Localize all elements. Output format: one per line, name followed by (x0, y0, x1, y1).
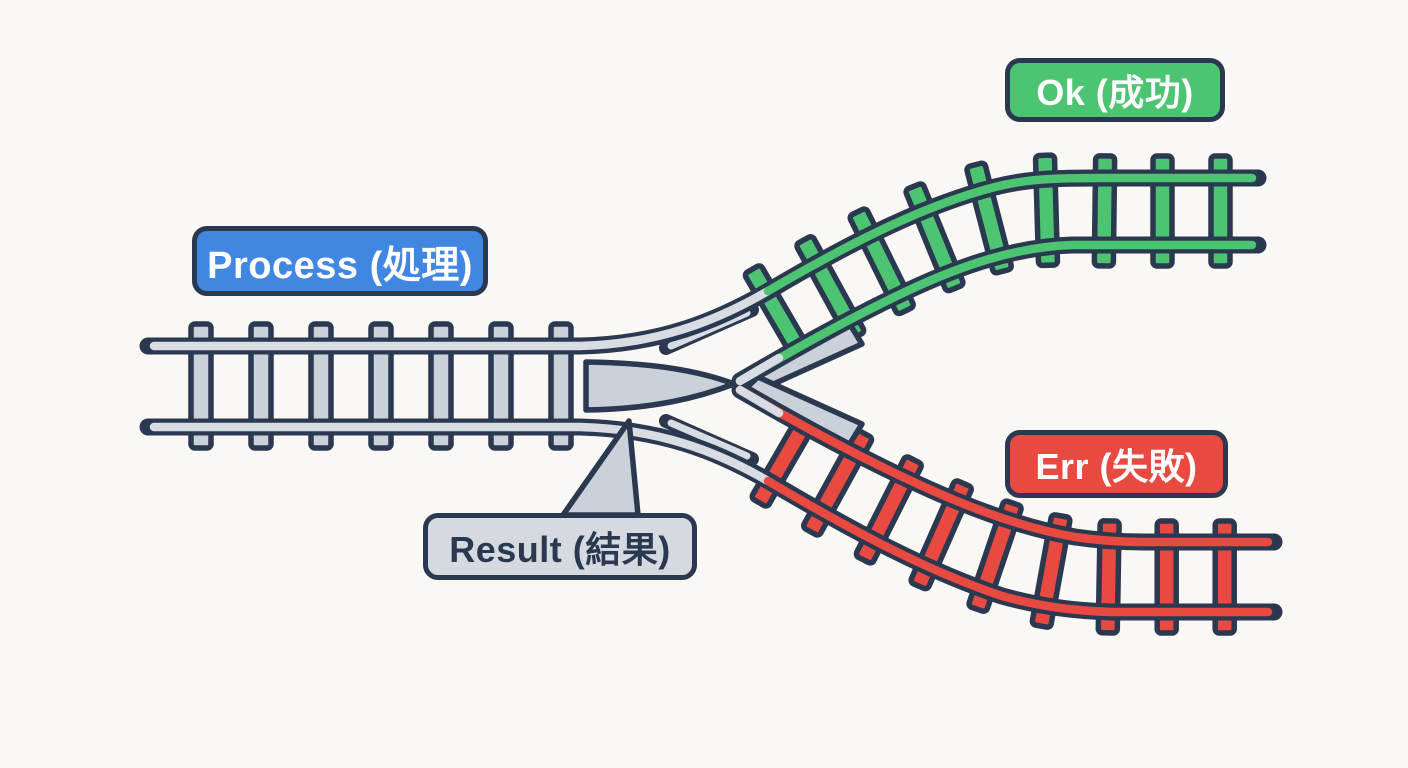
track-tie (428, 321, 454, 451)
result-badge-label: Result (結果) (449, 528, 671, 570)
switch-blade-wedge (583, 359, 737, 413)
rails (139, 169, 1283, 621)
process-track-ties (188, 321, 574, 451)
err-badge: Err (失敗) (1005, 430, 1228, 498)
process-badge: Process (処理) (192, 226, 488, 296)
track-tie (368, 321, 394, 451)
ok-badge: Ok (成功) (1005, 58, 1225, 122)
rail-ok-inner-green-fill (735, 240, 1257, 386)
err-badge-label: Err (失敗) (1035, 446, 1198, 487)
track-tie (188, 321, 214, 451)
rail-top-outer-gray-fill (149, 286, 773, 351)
rail-err-inner-gray-throat (735, 385, 784, 418)
track-tie (548, 321, 574, 451)
rail-bottom-outer-red-fill (763, 476, 1273, 617)
track-tie (308, 321, 334, 451)
rail-err-inner-red-fill (735, 385, 1273, 547)
rail-top-outer-green-fill (763, 173, 1257, 296)
track-tie (248, 321, 274, 451)
check-rail-lower-fill (667, 419, 751, 460)
rail-ok-inner-gray-throat (735, 353, 784, 386)
rail-bottom-outer-gray-fill (149, 422, 773, 486)
result-badge: Result (結果) (423, 513, 697, 580)
ok-badge-label: Ok (成功) (1036, 72, 1194, 113)
track-tie (488, 321, 514, 451)
process-badge-label: Process (処理) (207, 244, 473, 287)
